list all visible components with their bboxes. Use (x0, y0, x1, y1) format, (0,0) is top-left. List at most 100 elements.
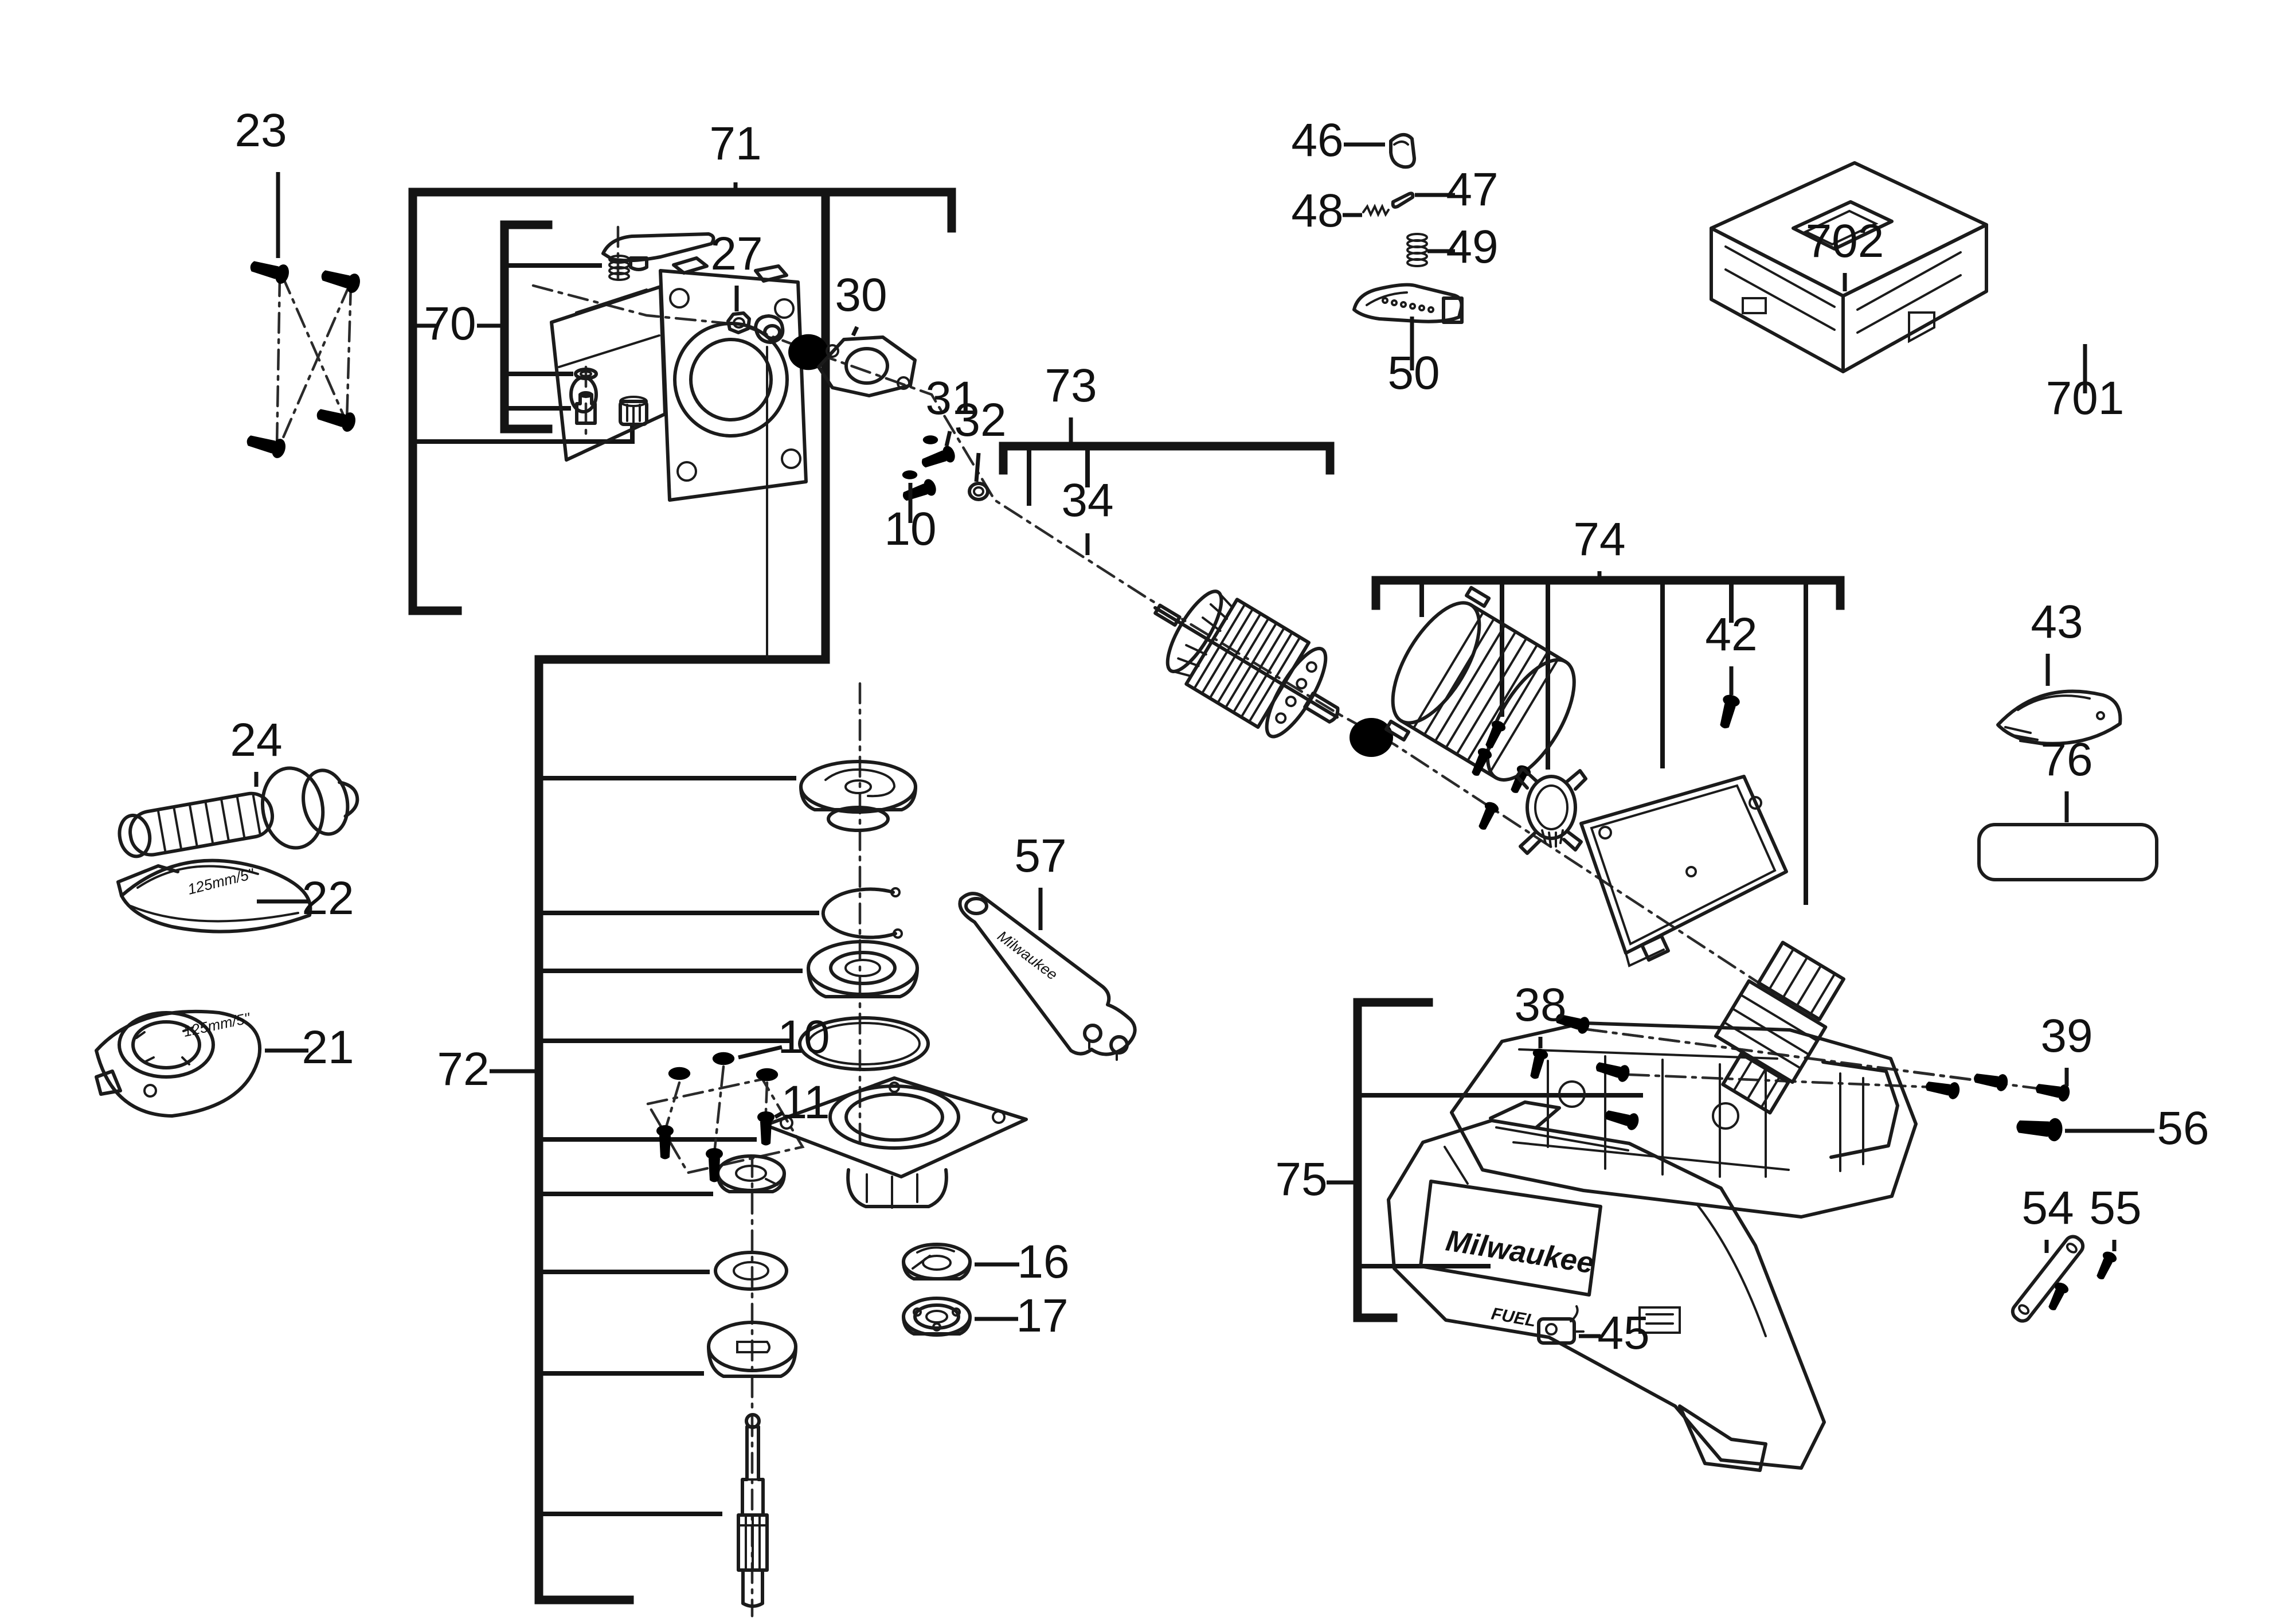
callout-17-outer-flange-nut: 17 (1016, 1290, 1068, 1342)
callout-50-paddle-switch-lever: 50 (1387, 347, 1440, 399)
leader-31-flange-screws (944, 431, 952, 447)
callout-31-flange-screws: 31 (925, 372, 977, 424)
needle-sleeve (619, 396, 648, 426)
callout-76-nameplate-label: 76 (2040, 733, 2092, 786)
inner-flange-16 (902, 1243, 972, 1281)
flat-washer (714, 1251, 788, 1291)
leader-11-plate-screws (774, 1110, 784, 1119)
callout-70-spindle-lock-group: 70 (424, 298, 476, 350)
housing-screw-38 (1526, 1047, 1550, 1081)
long-screw-56 (2015, 1115, 2064, 1142)
trigger-pin-47 (1391, 192, 1415, 209)
compression-spring-49 (1406, 233, 1428, 267)
lock-pin (575, 391, 597, 425)
torsion-spring-48 (1362, 204, 1390, 217)
bearing-flange-30 (817, 335, 917, 397)
dust-cover-43 (1996, 689, 2122, 745)
belt-clip-54 (2011, 1235, 2085, 1323)
pin-spanner-wrench-57: Milwaukee (958, 892, 1137, 1061)
carrying-case-701 (1710, 161, 1988, 373)
outer-flange-nut-17 (902, 1297, 972, 1337)
bracket-73 (999, 442, 1335, 506)
gasket-oring (798, 1016, 930, 1071)
callout-73-armature-assembly: 73 (1045, 360, 1097, 412)
bracket-72 (534, 188, 830, 1605)
bracket-72-ticks (537, 776, 819, 1516)
bushing-retainer (754, 314, 785, 658)
shell-fuel-logo: FUEL (1490, 1304, 1538, 1330)
callout-23-gearcase-screws: 23 (234, 104, 287, 157)
callout-38-housing-screw: 38 (1514, 979, 1566, 1031)
callout-22-guard-cover: 22 (302, 872, 354, 924)
gear-flange (799, 760, 917, 832)
lock-oring (574, 368, 598, 380)
stator-screws (1468, 718, 1533, 833)
callout-49-compression-spring: 49 (1446, 221, 1498, 273)
shell-logo: Milwaukee (1444, 1224, 1596, 1281)
lock-spring (608, 255, 630, 281)
bracket-70 (410, 220, 635, 444)
housing-screws-39 (1554, 1009, 2071, 1132)
callout-55-clip-screws: 55 (2089, 1182, 2141, 1234)
bracket-71 (408, 188, 956, 1605)
callout-21-wheel-guard: 21 (302, 1021, 354, 1073)
spindle-nut-27 (726, 311, 751, 334)
bearing-plate-assembly (764, 1076, 1028, 1209)
callout-72-spindle-bearing-group: 72 (437, 1043, 489, 1095)
spindle-bearing (807, 940, 919, 998)
callout-30-bearing-flange: 30 (835, 269, 887, 321)
electronics-module (1579, 775, 1788, 967)
callout-27-spindle-nut: 27 (710, 228, 762, 280)
guard-22-marking: 125mm/5'' (186, 865, 256, 898)
bracket-74 (1371, 576, 1845, 905)
electronics-screw-42 (1715, 693, 1742, 731)
callout-71-gearcase-group: 71 (709, 118, 761, 170)
callout-54-belt-clip: 54 (2021, 1182, 2074, 1234)
snap-ring (821, 887, 903, 939)
wrench-logo: Milwaukee (994, 927, 1061, 983)
wheel-guard-21: 125mm/5'' (95, 1009, 262, 1118)
callout-43-dust-cover: 43 (2031, 596, 2083, 648)
nameplate-label-76 (1977, 823, 2158, 881)
guard-cover-22: 125mm/5'' (116, 858, 312, 934)
spindle-lock-lever (601, 232, 715, 271)
callout-10-lock-washer: 10 (884, 503, 936, 555)
callout-46-lock-on-button: 46 (1291, 114, 1343, 166)
gearcase-housing (550, 256, 808, 502)
callout-47-trigger-pin: 47 (1446, 163, 1498, 216)
callout-702-case-insert: 702 (1806, 215, 1884, 267)
rotor-bearing-34 (1350, 718, 1393, 757)
leader-10-washer (738, 1045, 783, 1060)
callout-75-housing-group: 75 (1275, 1153, 1327, 1205)
callout-57-pin-spanner-wrench: 57 (1014, 830, 1066, 882)
leader-32-retaining-ring (974, 452, 981, 482)
paddle-switch-lever-50 (1352, 283, 1464, 324)
leader-30-bearing-flange (851, 326, 859, 337)
lock-on-button-46 (1389, 133, 1416, 169)
retaining-ring-32 (968, 482, 989, 501)
callout-701-carrying-case: 701 (2046, 372, 2125, 424)
callout-45-led-module: 45 (1597, 1307, 1649, 1359)
callout-42-electronics-screw: 42 (1705, 608, 1757, 661)
callout-74-motor-electronics-group: 74 (1573, 513, 1625, 565)
callout-10-washer: 10 (777, 1011, 830, 1063)
callout-48-torsion-spring: 48 (1291, 185, 1343, 237)
spindle-shaft (737, 1413, 769, 1608)
callout-32-retaining-ring: 32 (954, 394, 1006, 446)
fan-baffle (1515, 767, 1587, 855)
callout-11-plate-screws: 11 (781, 1076, 830, 1129)
bracket-75 (1353, 998, 1643, 1322)
axis-lines (275, 225, 2061, 1618)
armature-assembly-73 (1153, 590, 1340, 739)
stator-74 (1384, 585, 1576, 782)
inner-chassis-housing (1450, 1021, 1918, 1219)
callout-39-housing-screws: 39 (2040, 1010, 2092, 1062)
callout-24-side-handle: 24 (230, 714, 282, 766)
switch-connector-assembly (1714, 940, 1845, 1115)
led-module-45 (1537, 1305, 1585, 1345)
callout-56-long-screw: 56 (2157, 1102, 2209, 1154)
callout-16-inner-flange: 16 (1017, 1236, 1069, 1288)
